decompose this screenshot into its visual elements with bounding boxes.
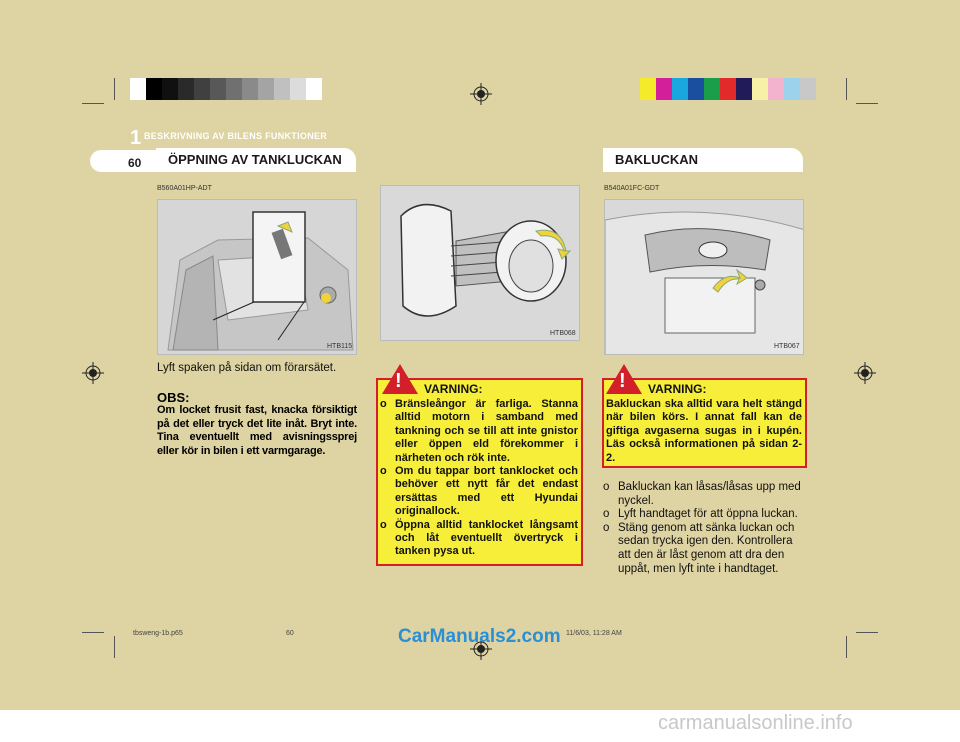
color-swatch xyxy=(178,78,194,100)
exclamation-icon: ! xyxy=(619,370,626,392)
crop-mark xyxy=(114,636,115,658)
page-background xyxy=(0,0,960,710)
color-swatch xyxy=(752,78,768,100)
color-bar-colors xyxy=(640,78,816,100)
color-swatch xyxy=(258,78,274,100)
color-swatch xyxy=(672,78,688,100)
color-swatch xyxy=(768,78,784,100)
watermark-link[interactable]: CarManuals2.com xyxy=(398,626,561,647)
color-swatch xyxy=(784,78,800,100)
page-number: 60 xyxy=(128,156,142,170)
warning-triangle-icon xyxy=(606,364,642,394)
registration-mark-icon xyxy=(82,362,104,384)
warning-title: VARNING: xyxy=(424,382,483,396)
warning-triangle-icon xyxy=(382,364,418,394)
warning-title: VARNING: xyxy=(648,382,707,396)
chapter-title: BESKRIVNING AV BILENS FUNKTIONER xyxy=(144,131,328,141)
section-code: B560A01HP-ADT xyxy=(157,185,212,192)
color-swatch xyxy=(162,78,178,100)
footer-filename: tbsweng-1b.p65 xyxy=(133,630,183,637)
crop-mark xyxy=(114,78,115,100)
color-swatch xyxy=(720,78,736,100)
registration-mark-icon xyxy=(470,638,492,660)
section-title-tailgate: BAKLUCKAN xyxy=(603,148,803,172)
color-swatch xyxy=(242,78,258,100)
exclamation-icon: ! xyxy=(395,370,402,392)
color-swatch xyxy=(800,78,816,100)
color-swatch xyxy=(210,78,226,100)
crop-mark xyxy=(856,632,878,633)
warning-box-fuel xyxy=(376,378,583,566)
photo-label: HTB115 xyxy=(327,343,353,350)
color-swatch xyxy=(226,78,242,100)
note-title: OBS: xyxy=(157,390,190,405)
crop-mark xyxy=(82,632,104,633)
fuel-cap-illustration xyxy=(381,186,579,340)
color-swatch xyxy=(290,78,306,100)
tailgate-illustration xyxy=(605,200,803,354)
footer-date: 11/6/03, 11:28 AM xyxy=(566,630,622,637)
section-code: B540A01FC-GDT xyxy=(604,185,660,192)
crop-mark xyxy=(846,78,847,100)
section-title-fuel-door: ÖPPNING AV TANKLUCKAN xyxy=(156,148,356,172)
color-swatch xyxy=(146,78,162,100)
color-swatch xyxy=(688,78,704,100)
registration-mark-icon xyxy=(470,83,492,105)
color-swatch xyxy=(194,78,210,100)
photo-tailgate xyxy=(604,199,804,355)
color-swatch xyxy=(130,78,146,100)
footer-page: 60 xyxy=(286,630,294,637)
color-bar-grayscale xyxy=(130,78,322,100)
crop-mark xyxy=(856,103,878,104)
photo-fuel-lever xyxy=(157,199,357,355)
color-swatch xyxy=(736,78,752,100)
photo-fuel-cap xyxy=(380,185,580,341)
color-swatch xyxy=(656,78,672,100)
photo-label: HTB067 xyxy=(774,343,800,350)
watermark-site: carmanualsonline.info xyxy=(658,712,853,734)
color-swatch xyxy=(274,78,290,100)
color-swatch xyxy=(306,78,322,100)
chapter-number: 1 xyxy=(130,127,142,149)
color-swatch xyxy=(704,78,720,100)
note-text: Om locket frusit fast, knacka försiktigt… xyxy=(157,404,357,457)
photo-label: HTB068 xyxy=(550,330,576,337)
page-number-tab xyxy=(90,150,156,172)
color-swatch xyxy=(640,78,656,100)
instruction-text: Lyft spaken på sidan om förarsätet. xyxy=(157,362,337,374)
registration-mark-icon xyxy=(854,362,876,384)
crop-mark xyxy=(82,103,104,104)
warning-text-tailgate: Bakluckan ska alltid vara helt stängd nä… xyxy=(606,398,802,464)
car-door-illustration xyxy=(158,200,356,354)
crop-mark xyxy=(846,636,847,658)
